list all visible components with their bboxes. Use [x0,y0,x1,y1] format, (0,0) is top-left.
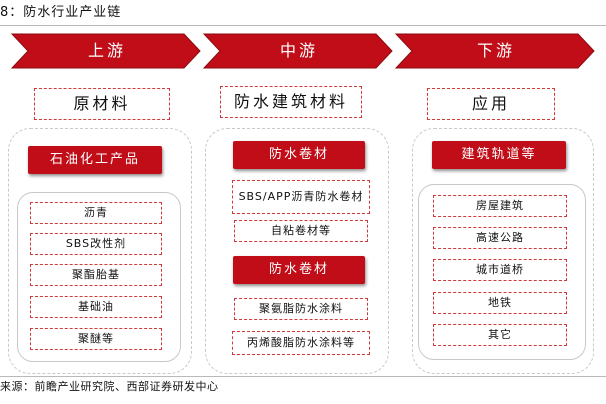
midstream-item: SBS/APP沥青防水卷材 [232,180,370,214]
midstream-arrow-shape [202,33,393,69]
top-divider [0,25,606,26]
downstream-arrow-shape [394,33,595,69]
upstream-group-title: 石油化工产品 [28,146,162,174]
midstream-item: 自粘卷材等 [234,220,368,242]
stage-midstream-label: 中游 [279,41,318,60]
midstream-category: 防水建筑材料 [220,86,362,118]
midstream-item: 聚氨脂防水涂料 [234,298,368,320]
stage-arrows [10,33,595,69]
downstream-item: 其它 [433,324,567,346]
figure-title: 8：防水行业产业链 [0,5,122,20]
source-note: 来源：前瞻产业研究院、西部证券研发中心 [0,380,219,393]
upstream-item: 沥青 [30,202,162,224]
upstream-item: 基础油 [30,296,162,318]
downstream-item: 地铁 [433,292,567,314]
bottom-divider [0,376,606,377]
stage-downstream-label: 下游 [476,41,515,60]
midstream-panel [205,128,389,374]
upstream-item: 聚醚等 [30,328,162,350]
stage-upstream-label: 上游 [87,41,126,60]
upstream-panel [8,128,192,374]
upstream-items-frame [17,192,181,362]
downstream-items-frame [418,184,586,360]
downstream-category: 应用 [427,88,555,120]
downstream-item: 城市道桥 [433,259,567,281]
upstream-item: SBS改性剂 [30,233,162,255]
downstream-item: 房屋建筑 [433,195,567,217]
midstream-item: 丙烯酸脂防水涂料等 [232,331,370,355]
upstream-item: 聚酯胎基 [30,264,162,286]
upstream-arrow-shape [10,33,201,69]
midstream-group-title: 防水卷材 [233,141,365,169]
downstream-item: 高速公路 [433,227,567,249]
upstream-category: 原材料 [34,88,170,120]
downstream-panel [412,128,594,374]
downstream-group-title: 建筑轨道等 [432,141,566,169]
midstream-group-title: 防水卷材 [233,256,365,284]
